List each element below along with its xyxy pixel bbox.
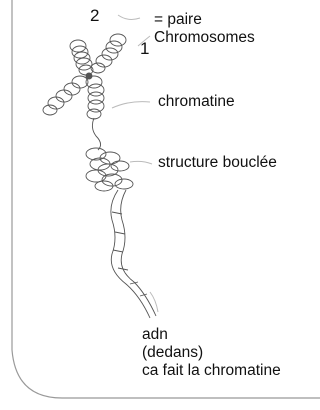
label-looped-structure: structure bouclée <box>158 154 277 171</box>
pointer-line-chromatine <box>112 102 150 108</box>
looped-structure <box>86 148 133 191</box>
pointer-line-2 <box>118 15 140 19</box>
dna-ribbon <box>111 190 156 318</box>
pointer-line-structure <box>130 161 152 164</box>
label-2: 2 <box>90 7 99 26</box>
label-chromosomes: Chromosomes <box>154 29 255 46</box>
label-note: ca fait la chromatine <box>142 362 281 379</box>
label-adn: adn <box>142 326 168 343</box>
chromosome-pair <box>43 34 126 119</box>
label-pair: = paire <box>154 11 202 28</box>
pointer-line-adn <box>150 292 158 312</box>
label-1: 1 <box>140 40 149 59</box>
label-dedans: (dedans) <box>142 344 203 361</box>
label-chromatine: chromatine <box>158 93 235 110</box>
chromatin-strand <box>92 118 100 150</box>
